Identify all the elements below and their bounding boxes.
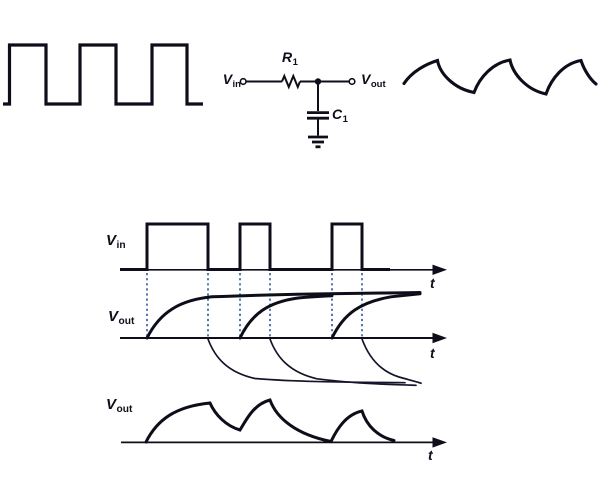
axis3-t-label: t bbox=[428, 447, 433, 463]
vin-terminal bbox=[239, 77, 247, 86]
charge-curve-3 bbox=[330, 292, 422, 340]
vout-result-axis-arrowhead bbox=[432, 437, 447, 448]
vout-exp-axis-arrowhead bbox=[432, 332, 447, 344]
circuit-vin-label: Vin bbox=[222, 71, 241, 90]
vin-timing-diagram bbox=[120, 222, 447, 337]
charge-curve-1 bbox=[145, 291, 422, 340]
timing-vin-label: Vin bbox=[106, 232, 126, 251]
vout-result-waveform bbox=[144, 398, 396, 444]
axis2-t-label: t bbox=[430, 345, 435, 361]
junction-node bbox=[314, 78, 322, 85]
axis1-t-label: t bbox=[430, 275, 435, 291]
rc-circuit bbox=[239, 73, 356, 149]
discharge-curve-2 bbox=[269, 338, 417, 387]
vin-pulse-waveform bbox=[120, 222, 390, 271]
resistor-zigzag bbox=[281, 73, 301, 90]
discharge-curve-1 bbox=[207, 338, 406, 384]
timing-vout-mid-label: Vout bbox=[108, 308, 135, 327]
output-sawtooth-wave bbox=[402, 58, 598, 96]
circuit-c1-label: C1 bbox=[332, 106, 348, 125]
input-square-wave-path bbox=[3, 43, 203, 106]
vin-axis-arrowhead bbox=[432, 264, 447, 275]
discharge-curve-3 bbox=[361, 338, 422, 385]
circuit-vout-label: Vout bbox=[361, 71, 386, 90]
charging-curves bbox=[145, 291, 422, 340]
vout-result-diagram bbox=[121, 398, 447, 448]
discharging-curves bbox=[207, 338, 422, 387]
vout-terminal bbox=[348, 77, 356, 86]
vout-exponential-diagram bbox=[120, 291, 447, 387]
input-square-wave bbox=[3, 43, 203, 106]
timing-vout-bottom-label: Vout bbox=[106, 396, 133, 415]
output-sawtooth-path bbox=[402, 58, 598, 96]
circuit-r1-label: R1 bbox=[282, 49, 298, 68]
charge-curve-2 bbox=[238, 294, 334, 340]
